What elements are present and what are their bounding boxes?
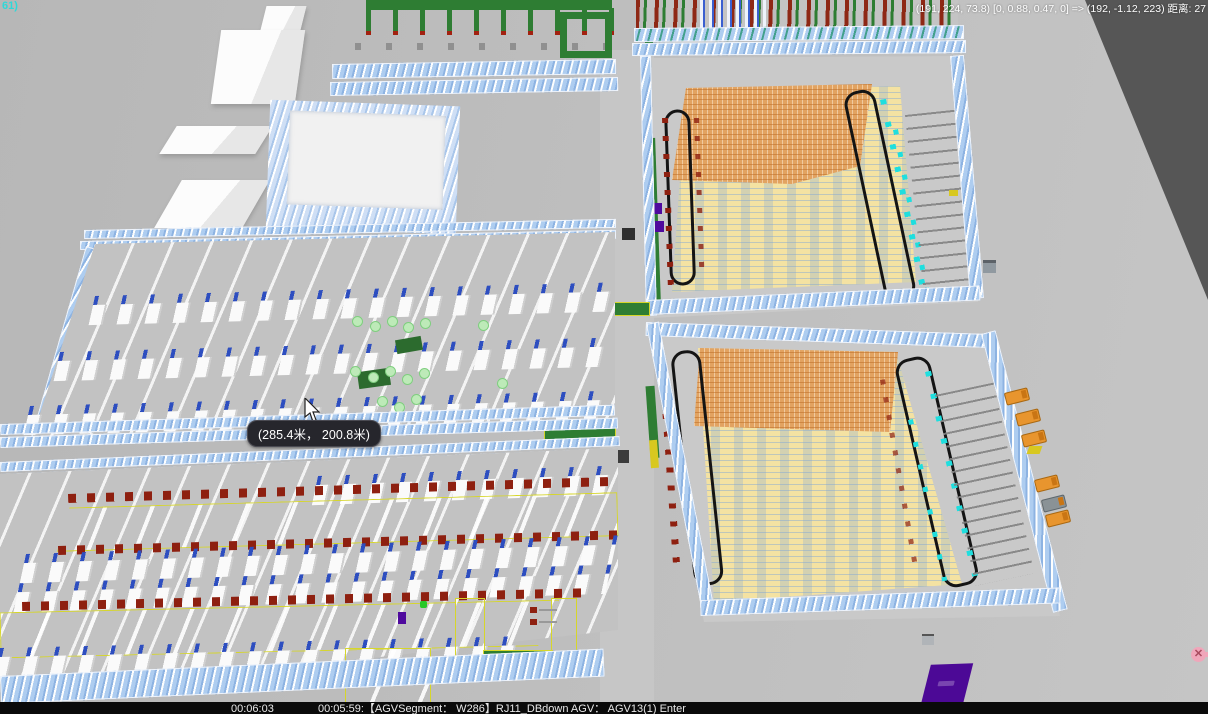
status-bubble — [387, 316, 398, 327]
u-path-right — [551, 598, 577, 652]
status-bubble — [419, 368, 430, 379]
truck — [1033, 474, 1061, 493]
plant-wall-band — [330, 76, 619, 96]
purple-marker — [653, 203, 662, 214]
purple-marker — [398, 612, 406, 624]
status-bubble — [497, 378, 508, 389]
purple-ground-plane — [920, 663, 974, 705]
truck — [1020, 429, 1048, 448]
conveyor-trunk — [366, 0, 612, 10]
warehouse1-top-wall — [632, 40, 967, 56]
pallet-pad — [949, 190, 958, 196]
pallet-box — [530, 619, 537, 625]
agv-unit — [983, 260, 996, 273]
status-bubble — [385, 366, 396, 377]
camera-readout: (191, 224, 73.8) [0, 0.88, 0.47, 0] => (… — [915, 3, 1206, 15]
rack-area-top — [636, 0, 958, 30]
conveyor-loop — [560, 12, 612, 58]
plant-wall-band — [332, 59, 617, 79]
close-button[interactable]: ✕ — [1191, 647, 1206, 662]
agv-queue-row — [355, 43, 605, 50]
status-bar: 00:06:03 00:05:59:【AGVSegment： W286】RJ11… — [0, 702, 1208, 714]
white-slab-2 — [154, 180, 270, 228]
sim-time: 00:06:03 — [231, 703, 274, 714]
status-bubble — [403, 322, 414, 333]
event-message: 00:05:59:【AGVSegment： W286】RJ11_DBdown A… — [318, 703, 686, 714]
machine-cluster-top — [700, 0, 766, 28]
purple-plane-label — [937, 680, 955, 687]
pallet-box — [530, 607, 537, 613]
warehouse2-rack-block — [694, 348, 898, 432]
sky-corner — [1085, 0, 1208, 300]
road-crossing — [612, 302, 650, 316]
pallet-pad — [1026, 446, 1043, 454]
corner-label-fragment: 61) — [2, 0, 18, 12]
dark-box — [615, 450, 629, 463]
status-bubble — [368, 372, 379, 383]
enclosure-floor — [286, 110, 446, 210]
branch-end-stops — [366, 31, 616, 35]
conveyor-tail — [539, 621, 557, 623]
truck — [1044, 509, 1072, 528]
truck — [1014, 408, 1042, 427]
status-bubble — [350, 366, 361, 377]
conveyor-tail — [539, 609, 557, 611]
fenced-enclosure — [265, 99, 461, 235]
status-bubble — [370, 321, 381, 332]
dark-box — [622, 228, 635, 240]
purple-marker — [655, 221, 664, 232]
coordinate-tooltip: (285.4米， 200.8米) — [247, 420, 381, 447]
warehouse1-top-wall — [634, 25, 965, 42]
gray-box — [922, 634, 934, 645]
status-bubble — [377, 396, 388, 407]
green-dot — [420, 601, 427, 608]
status-bubble — [420, 318, 431, 329]
status-bubble — [402, 374, 413, 385]
white-building-large — [210, 30, 306, 104]
status-bubble — [478, 320, 489, 331]
warehouse1-rack-block — [672, 84, 872, 184]
status-bubble — [352, 316, 363, 327]
white-slab-1 — [159, 126, 273, 154]
status-bubble — [411, 394, 422, 405]
